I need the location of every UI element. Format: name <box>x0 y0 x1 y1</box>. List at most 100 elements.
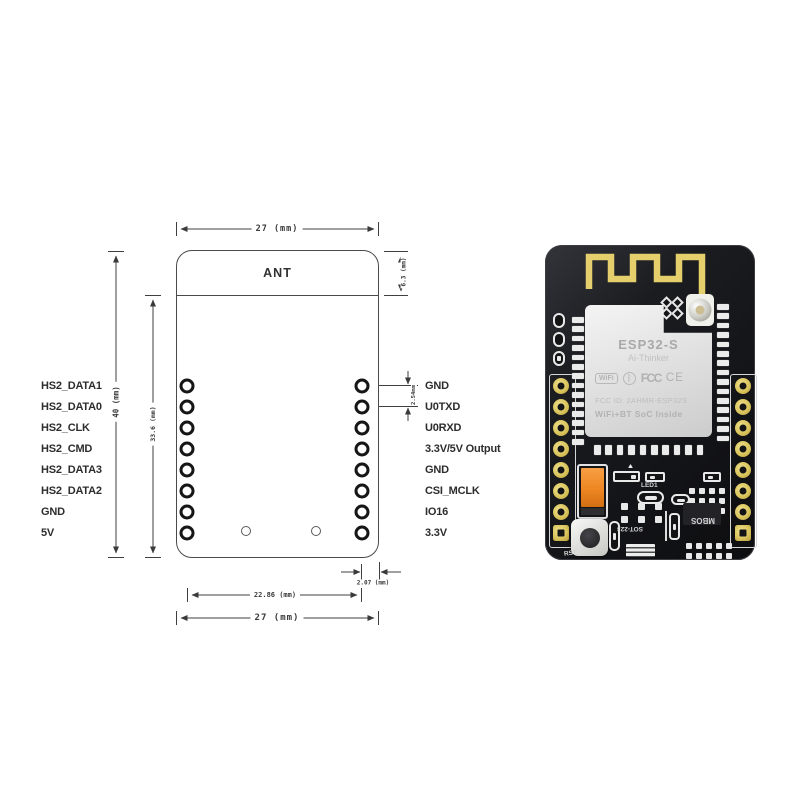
castellated-pad <box>605 445 612 455</box>
castellated-pad <box>572 411 584 417</box>
pin-hole <box>179 378 195 394</box>
smd-pad <box>655 516 662 523</box>
dim-pin-pitch: 2.54mm <box>411 384 417 406</box>
castellated-pad <box>717 341 729 348</box>
pcb-antenna-icon <box>585 253 706 301</box>
fcc-logo-icon: FCC <box>640 371 663 385</box>
castellated-pad <box>717 369 729 376</box>
smd-pad <box>709 498 715 504</box>
castellated-pad <box>717 322 729 329</box>
smd-pad <box>696 543 702 549</box>
castellated-pad <box>572 335 584 342</box>
hole-bore-icon <box>557 466 565 474</box>
castellated-pad <box>628 445 635 455</box>
smd-pad <box>699 498 705 504</box>
smd-pad <box>689 498 695 504</box>
ic-footprint <box>683 503 721 525</box>
gold-through-hole <box>553 378 569 394</box>
regulator-silkscreen-label: SOT-223 <box>617 525 644 532</box>
castellated-pad <box>572 420 584 426</box>
reset-button-plunger-icon <box>579 527 600 548</box>
smd-pad <box>638 516 645 523</box>
castellated-pad <box>717 379 729 385</box>
pin-hole <box>354 504 370 520</box>
dim-pin-span: 22.86 (mm) <box>249 591 301 599</box>
smd-pad <box>621 516 628 523</box>
hole-bore-icon <box>557 424 565 432</box>
led-component <box>613 471 640 482</box>
pin-hole <box>179 483 195 499</box>
gold-through-hole <box>735 399 751 415</box>
pin-hole <box>354 525 370 541</box>
bluetooth-logo-icon: ᛒ <box>622 371 636 385</box>
antenna-zone: ANT <box>177 251 378 296</box>
gold-through-hole <box>553 399 569 415</box>
castellated-pad <box>717 351 729 357</box>
hole-bore-icon <box>557 508 565 516</box>
gold-through-hole <box>735 441 751 457</box>
gold-through-hole <box>553 420 569 436</box>
castellated-pad <box>572 439 584 445</box>
pin-label: GND <box>425 464 449 476</box>
castellated-pad <box>572 382 584 389</box>
small-component <box>609 521 620 551</box>
module-outline: ANT <box>176 250 379 558</box>
reset-silkscreen-label: RST <box>563 549 578 558</box>
castellated-pad <box>572 317 584 323</box>
pin-label: HS2_CLK <box>41 422 90 434</box>
castellated-pad <box>572 429 584 436</box>
gold-through-hole <box>553 525 569 541</box>
small-component <box>703 472 721 482</box>
gold-through-hole <box>735 378 751 394</box>
castellated-pad <box>651 445 658 455</box>
gold-through-hole <box>553 483 569 499</box>
castellated-pad <box>616 445 624 455</box>
led-silkscreen-label: LED1 <box>641 482 658 489</box>
ufl-antenna-connector <box>686 294 714 326</box>
smd-pad <box>716 543 722 549</box>
gold-through-hole <box>735 462 751 478</box>
pin-label: U0TXD <box>425 401 461 413</box>
pin-label: 3.3V <box>425 527 447 539</box>
smd-pad <box>638 503 645 510</box>
pin-label: CSI_MCLK <box>425 485 480 497</box>
hole-bore-icon <box>557 382 565 390</box>
pin-label: 5V <box>41 527 55 539</box>
capacitor-band-icon <box>581 508 604 515</box>
smd-pad <box>726 543 732 549</box>
gold-through-hole <box>553 462 569 478</box>
capacitor-body-icon <box>581 468 604 507</box>
test-pad <box>553 313 565 328</box>
castellated-pad <box>572 401 584 408</box>
castellated-pad <box>717 313 729 319</box>
castellated-pad <box>717 435 729 442</box>
esp32-cam-board-photo: ESP32-S Ai-Thinker WiFi ᛒ FCC CE FCC ID:… <box>545 245 757 560</box>
dim-outer-height: 40 (mm) <box>111 382 121 422</box>
silkscreen-divider <box>665 511 667 541</box>
castellated-pad <box>717 416 729 423</box>
mounting-hole <box>241 526 251 536</box>
pin-label: IO16 <box>425 506 449 518</box>
hole-bore-icon <box>739 445 747 453</box>
castellated-pad <box>717 426 729 432</box>
pin-label: HS2_DATA3 <box>41 464 102 476</box>
pin-hole <box>179 504 195 520</box>
pin-hole <box>354 441 370 457</box>
smd-pad <box>719 508 725 514</box>
pin-label: HS2_DATA0 <box>41 401 102 413</box>
smd-pad <box>719 498 725 504</box>
castellated-pad <box>572 345 584 351</box>
gold-through-hole <box>553 441 569 457</box>
dim-top-width: 27 (mm) <box>251 224 303 234</box>
gold-through-hole <box>735 525 751 541</box>
hole-bore-icon <box>739 508 747 516</box>
mounting-hole <box>311 526 321 536</box>
castellated-pad <box>717 407 729 413</box>
castellated-pad <box>572 354 584 361</box>
pin-hole <box>179 441 195 457</box>
hole-bore-icon <box>739 382 747 390</box>
pin-hole <box>179 399 195 415</box>
pin-label: GND <box>41 506 65 518</box>
hole-bore-icon <box>557 529 565 537</box>
